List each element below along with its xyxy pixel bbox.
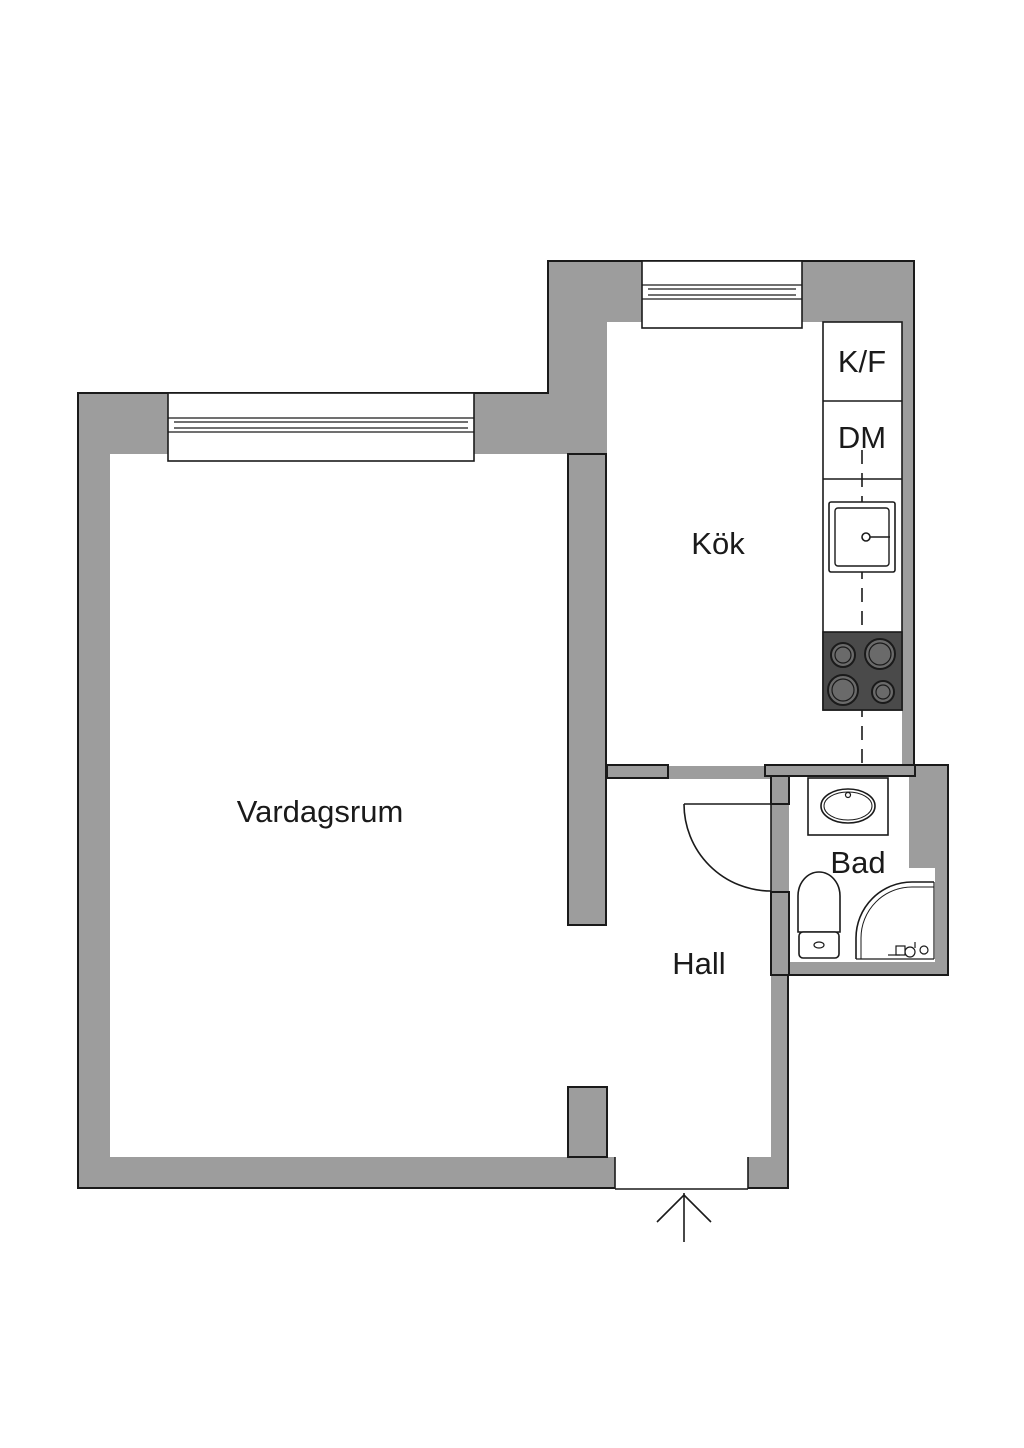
- bathroom-door: [683, 803, 772, 892]
- room-label-bath: Bad: [830, 845, 885, 880]
- fridge-freezer-label: K/F: [838, 344, 886, 379]
- shower-icon: [855, 881, 935, 960]
- toilet-icon: [797, 871, 841, 959]
- dishwasher-label: DM: [838, 420, 886, 455]
- living-wall-lower: [567, 453, 607, 926]
- washbasin-icon: [807, 777, 889, 836]
- hall-wall-stub: [567, 1086, 608, 1158]
- living-room-area: [110, 454, 568, 1157]
- room-label-living: Vardagsrum: [237, 794, 404, 829]
- window-living: [167, 392, 475, 462]
- bath-wall-left: [770, 775, 790, 805]
- entrance: [614, 1157, 749, 1190]
- sink-icon: [828, 501, 896, 573]
- stove-icon: [822, 631, 903, 711]
- window-kitchen: [641, 260, 803, 329]
- bath-wall-left-lower: [770, 891, 790, 976]
- room-label-kitchen: Kök: [691, 526, 745, 561]
- hall-area: [607, 779, 771, 1188]
- arrow-up-icon: [656, 1193, 712, 1242]
- bath-wall-top: [764, 764, 916, 777]
- room-label-hall: Hall: [672, 946, 725, 981]
- kitchen-wall-stub: [606, 764, 669, 779]
